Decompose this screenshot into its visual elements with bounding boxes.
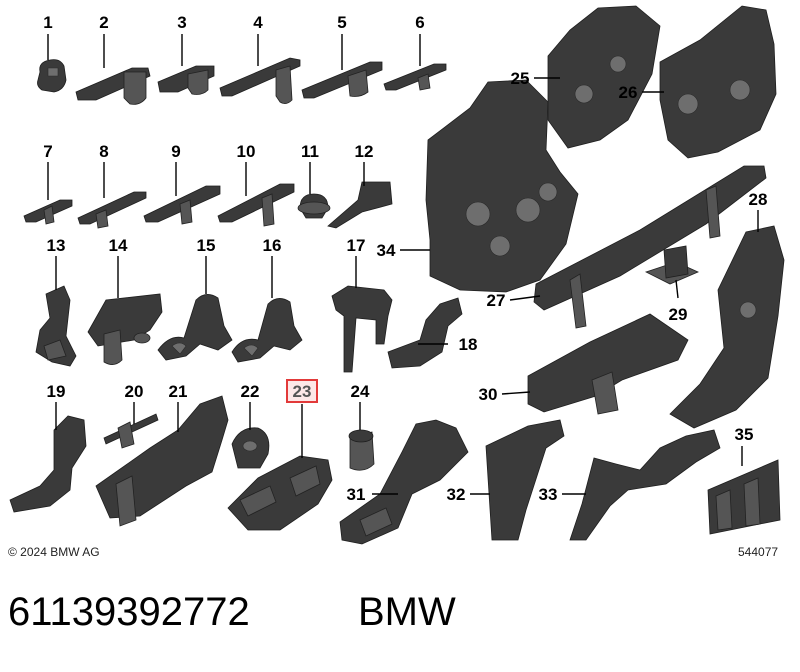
- callout-26: 26: [619, 83, 638, 102]
- footer: 61139392772 BMW: [0, 584, 800, 654]
- callout-17: 17: [347, 236, 366, 255]
- callout-23: 23: [293, 382, 312, 401]
- part-31: [339, 419, 469, 545]
- brand-name: BMW: [358, 590, 456, 634]
- part-12: [327, 181, 393, 229]
- callout-11: 11: [301, 142, 319, 161]
- part-6: [383, 63, 447, 91]
- callout-21: 21: [169, 382, 188, 401]
- part-number: 61139392772: [8, 590, 250, 634]
- callout-16: 16: [263, 236, 282, 255]
- callout-2: 2: [99, 13, 108, 32]
- callout-30: 30: [479, 385, 498, 404]
- leader-lines: [47, 34, 759, 495]
- part-19: [9, 415, 87, 513]
- part-33: [569, 429, 721, 541]
- callout-35: 35: [735, 425, 754, 444]
- part-16: [231, 298, 303, 363]
- parts-diagram: 1 2 3 4 5 6 7 8 9 10 11 12 13 14 15 16 1…: [8, 5, 785, 559]
- callout-13: 13: [47, 236, 66, 255]
- callout-8: 8: [99, 142, 108, 161]
- part-26: [659, 5, 777, 159]
- callout-25: 25: [511, 69, 530, 88]
- callout-28: 28: [749, 190, 768, 209]
- part-18: [387, 297, 463, 369]
- part-14: [87, 293, 163, 365]
- callout-7: 7: [43, 142, 52, 161]
- callout-18: 18: [459, 335, 478, 354]
- callout-24: 24: [351, 382, 370, 401]
- part-10: [217, 183, 295, 227]
- callout-20: 20: [125, 382, 144, 401]
- part-3: [157, 65, 215, 95]
- callout-14: 14: [109, 236, 128, 255]
- part-22: [231, 427, 270, 469]
- copyright-text: © 2024 BMW AG: [8, 545, 100, 559]
- callout-29: 29: [669, 305, 688, 324]
- callout-1: 1: [43, 13, 52, 32]
- callout-9: 9: [171, 142, 180, 161]
- part-32: [485, 419, 565, 541]
- part-35: [707, 459, 781, 535]
- callout-19: 19: [47, 382, 66, 401]
- callout-22: 22: [241, 382, 260, 401]
- part-13: [35, 285, 77, 367]
- drawing-id: 544077: [738, 545, 778, 559]
- part-15: [157, 294, 233, 361]
- callout-33: 33: [539, 485, 558, 504]
- part-5: [301, 61, 383, 99]
- part-20: [103, 413, 159, 449]
- part-17: [331, 285, 393, 373]
- part-23: [227, 455, 333, 531]
- callout-labels: 1 2 3 4 5 6 7 8 9 10 11 12 13 14 15 16 1…: [43, 13, 767, 504]
- callout-6: 6: [415, 13, 424, 32]
- part-28: [669, 225, 785, 429]
- callout-12: 12: [355, 142, 374, 161]
- part-7: [23, 199, 73, 225]
- callout-15: 15: [197, 236, 216, 255]
- part-4: [219, 57, 301, 104]
- part-30: [527, 313, 689, 415]
- part-1: [37, 59, 67, 93]
- callout-23-highlight-box: [286, 379, 318, 403]
- part-21: [95, 395, 229, 527]
- callout-10: 10: [237, 142, 256, 161]
- part-27: [533, 165, 767, 329]
- part-25: [547, 5, 661, 149]
- callout-32: 32: [447, 485, 466, 504]
- part-9: [143, 185, 221, 225]
- part-11: [297, 193, 331, 219]
- callout-34: 34: [377, 241, 396, 260]
- part-29: [644, 245, 699, 285]
- part-24: [348, 429, 375, 471]
- callout-31: 31: [347, 485, 366, 504]
- part-34: [425, 79, 579, 293]
- callout-4: 4: [253, 13, 263, 32]
- callout-5: 5: [337, 13, 346, 32]
- part-8: [77, 191, 147, 229]
- callout-3: 3: [177, 13, 186, 32]
- callout-27: 27: [487, 291, 506, 310]
- part-2: [75, 67, 151, 105]
